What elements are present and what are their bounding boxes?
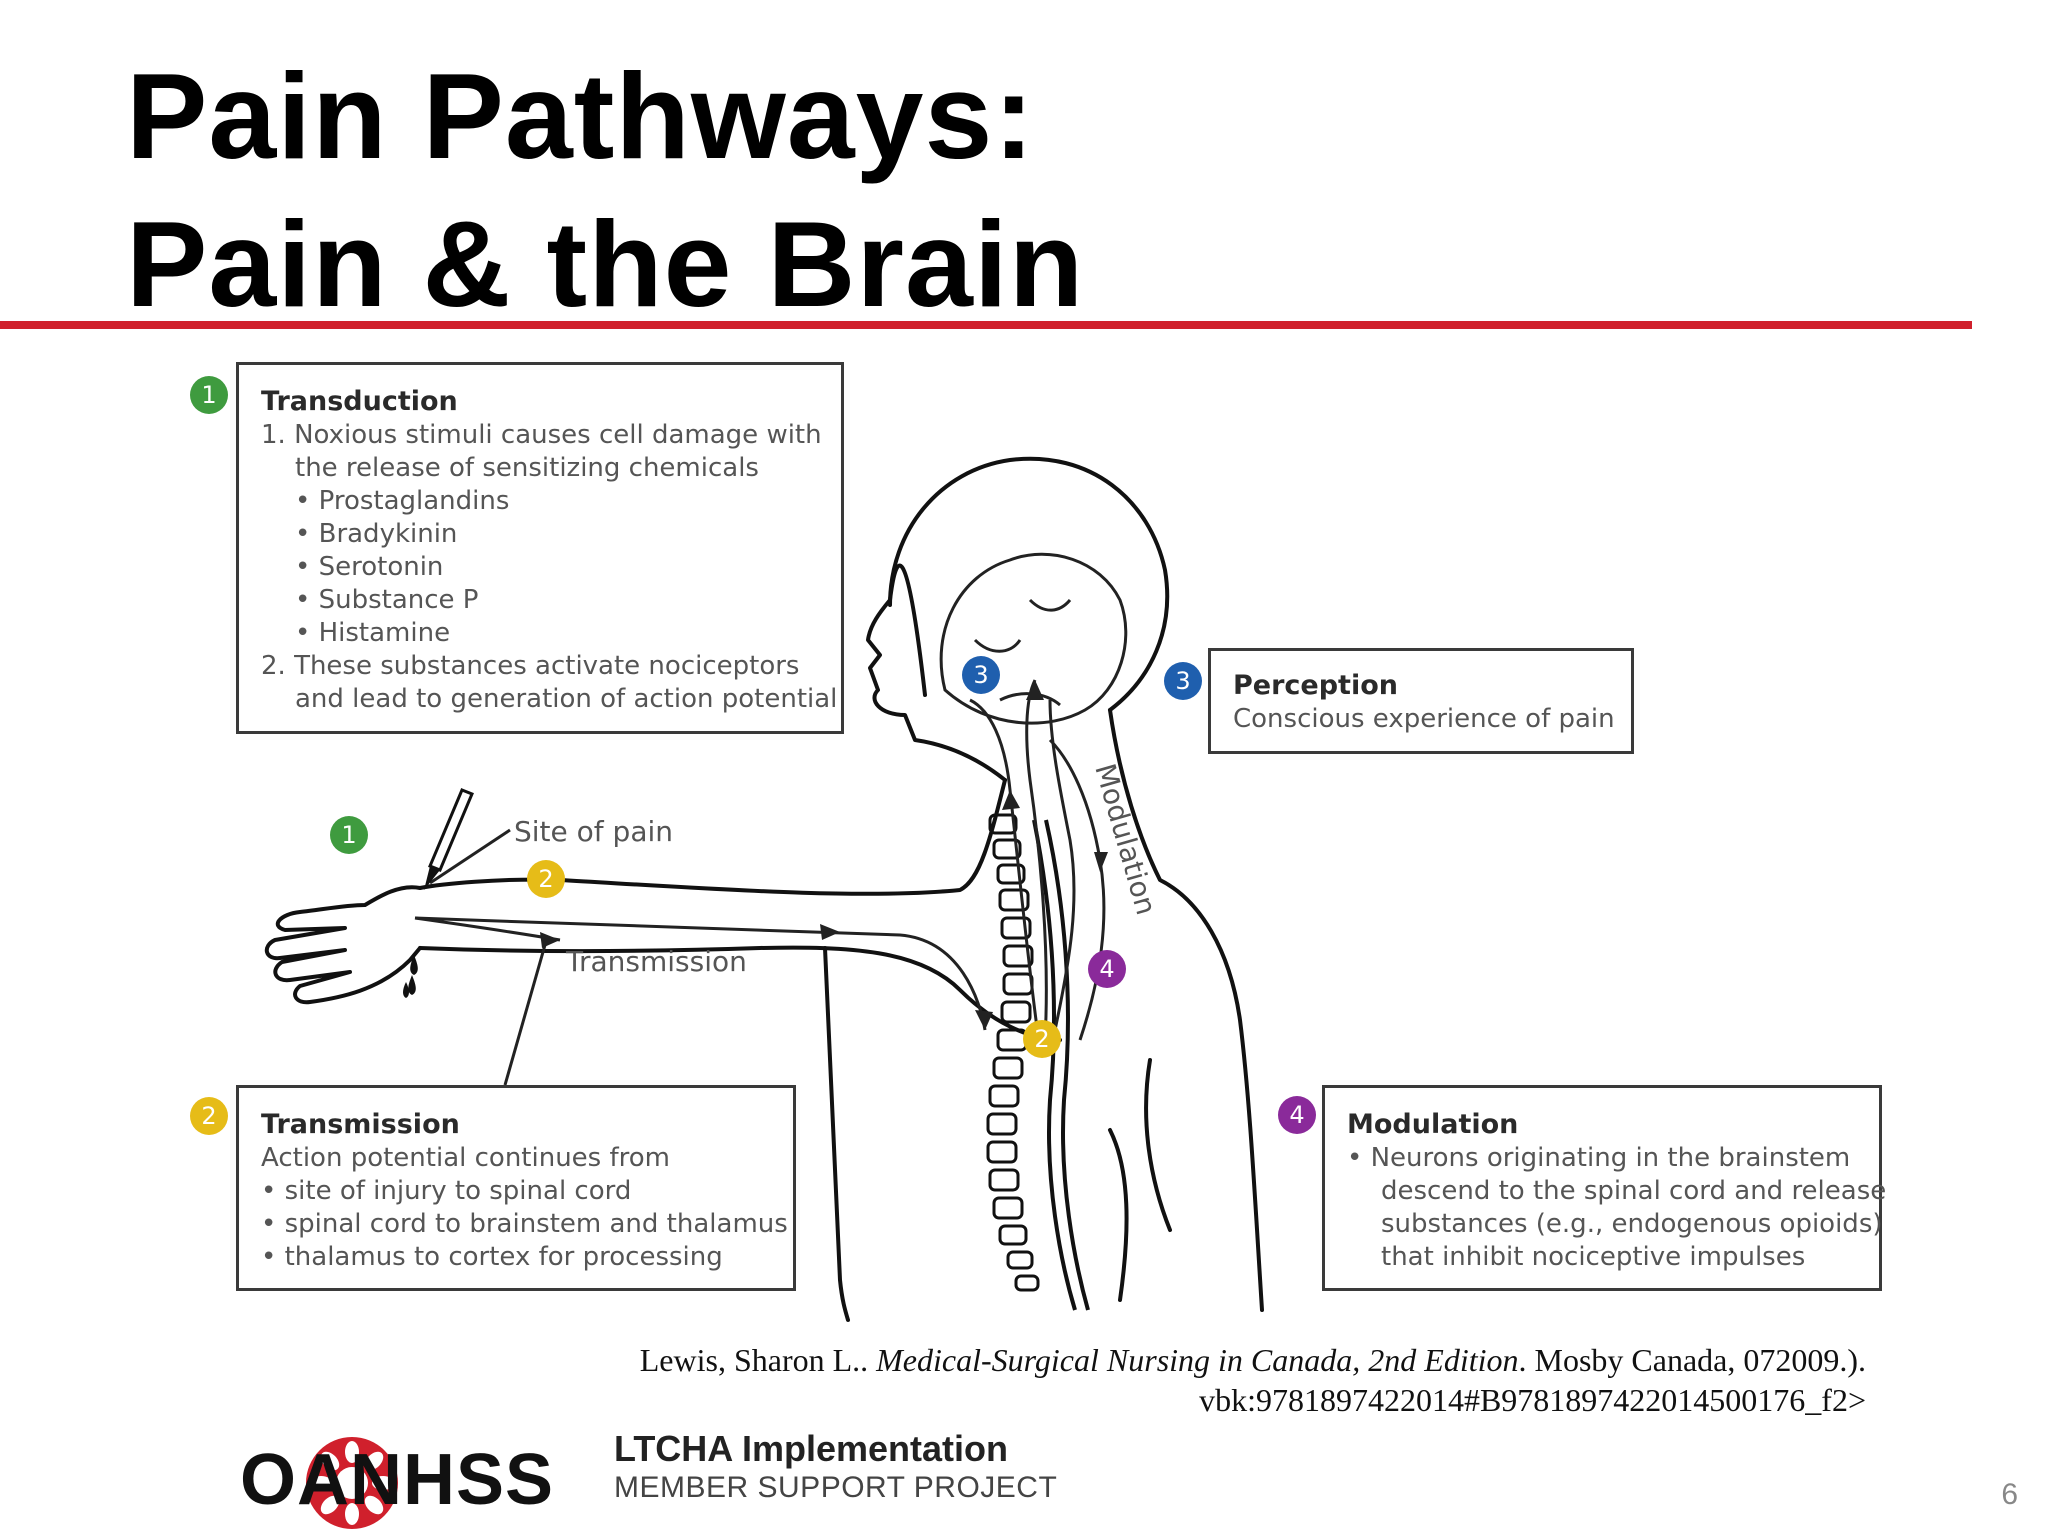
title-line-1: Pain Pathways: <box>126 48 1035 184</box>
chemical-prostaglandins: • Prostaglandins <box>295 486 510 516</box>
modulation-box: Modulation • Neurons originating in the … <box>1322 1085 1887 1291</box>
citation-line-1: Lewis, Sharon L.. Medical-Surgical Nursi… <box>640 1340 1866 1380</box>
chemical-substance-p: • Substance P <box>295 585 479 615</box>
citation: Lewis, Sharon L.. Medical-Surgical Nursi… <box>640 1340 1866 1420</box>
transmission-box: Transmission Action potential continues … <box>236 1085 796 1291</box>
spine <box>986 813 1090 1311</box>
transmission-spine-badge: 2 <box>1023 1020 1061 1058</box>
citation-publisher: . Mosby Canada, 072009.). <box>1518 1342 1866 1378</box>
transduction-item-2: 2. These substances activate nociceptors <box>261 651 800 681</box>
ltcha-line-2: MEMBER SUPPORT PROJECT <box>614 1471 1058 1504</box>
modulation-spine-badge: 4 <box>1088 950 1126 988</box>
transduction-badge: 1 <box>190 376 228 414</box>
page-number: 6 <box>2001 1478 2018 1511</box>
transmission-label: Transmission <box>566 945 747 978</box>
transduction-heading: Transduction <box>261 386 458 417</box>
transduction-item-1: 1. Noxious stimuli causes cell damage wi… <box>261 420 822 450</box>
modulation-line-3: substances (e.g., endogenous opioids) <box>1381 1209 1883 1239</box>
oanhss-wordmark: OANHSS <box>240 1440 555 1520</box>
transduction-item-1-cont: the release of sensitizing chemicals <box>295 453 759 483</box>
transmission-item-2: • spinal cord to brainstem and thalamus <box>261 1209 788 1239</box>
perception-heading: Perception <box>1233 670 1398 701</box>
nerve-pathways <box>414 679 1106 1051</box>
perception-box: Perception Conscious experience of pain <box>1208 648 1634 754</box>
pointer-lines <box>429 828 547 1086</box>
perception-box-badge: 3 <box>1164 662 1202 700</box>
transmission-item-3: • thalamus to cortex for processing <box>261 1242 723 1272</box>
site-of-pain-label: Site of pain <box>514 815 674 848</box>
title-rule <box>0 321 1972 329</box>
title-line-2: Pain & the Brain <box>126 196 1085 332</box>
modulation-box-badge: 4 <box>1278 1096 1316 1134</box>
chemical-histamine: • Histamine <box>295 618 451 648</box>
modulation-heading: Modulation <box>1347 1109 1519 1140</box>
ltcha-line-1: LTCHA Implementation <box>614 1428 1008 1469</box>
citation-book: Medical-Surgical Nursing in Canada, 2nd … <box>876 1342 1519 1378</box>
transmission-item-1: • site of injury to spinal cord <box>261 1176 632 1206</box>
citation-author: Lewis, Sharon L.. <box>639 1342 869 1378</box>
perception-brain-badge: 3 <box>962 656 1000 694</box>
modulation-line-1: • Neurons originating in the brainstem <box>1347 1143 1851 1173</box>
transmission-heading: Transmission <box>261 1109 460 1140</box>
transduction-box: Transduction 1. Noxious stimuli causes c… <box>236 362 844 734</box>
chemical-serotonin: • Serotonin <box>295 552 444 582</box>
site-of-pain-badge: 1 <box>330 816 368 854</box>
transmission-intro: Action potential continues from <box>261 1143 670 1173</box>
modulation-line-2: descend to the spinal cord and release <box>1381 1176 1887 1206</box>
transduction-item-2-cont: and lead to generation of action potenti… <box>295 684 838 714</box>
oanhss-logo-icon <box>306 1437 398 1529</box>
ltcha-logo: LTCHA Implementation MEMBER SUPPORT PROJ… <box>614 1428 1057 1506</box>
perception-text: Conscious experience of pain <box>1233 704 1615 734</box>
transmission-box-badge: 2 <box>190 1097 228 1135</box>
slide-title: Pain Pathways: Pain & the Brain <box>126 42 1084 338</box>
chemical-bradykinin: • Bradykinin <box>295 519 458 549</box>
transmission-arm-badge: 2 <box>527 860 565 898</box>
citation-line-2: vbk:9781897422014#B9781897422014500176_f… <box>1199 1382 1866 1418</box>
modulation-line-4: that inhibit nociceptive impulses <box>1381 1242 1806 1272</box>
pathway-arrows <box>540 680 1108 1030</box>
blood-drops-icon <box>403 955 418 998</box>
body-outline <box>264 456 1264 1322</box>
scalpel-icon <box>424 788 474 890</box>
